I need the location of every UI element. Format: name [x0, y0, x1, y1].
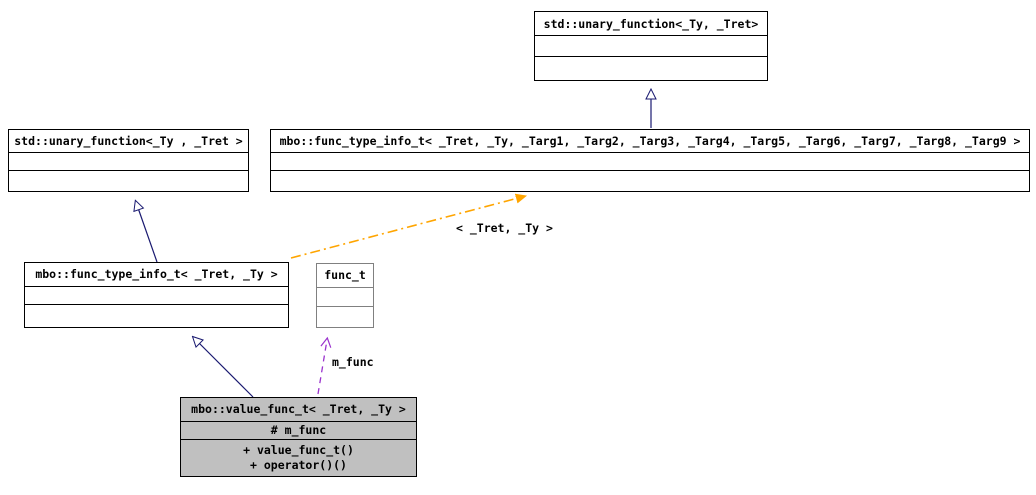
node-operations	[25, 305, 288, 327]
node-title: mbo::func_type_info_t< _Tret, _Ty, _Targ…	[271, 130, 1029, 153]
node-attributes	[9, 153, 248, 172]
edge-inherit-partial-to-left	[137, 205, 158, 263]
node-attributes	[317, 288, 373, 308]
node-title: func_t	[317, 264, 373, 288]
node-title: mbo::value_func_t< _Tret, _Ty >	[181, 398, 416, 422]
node-title: std::unary_function<_Ty , _Tret >	[9, 130, 248, 153]
node-std-unary-function-left[interactable]: std::unary_function<_Ty , _Tret >	[8, 129, 249, 192]
edge-label-m-func: m_func	[332, 355, 374, 369]
node-func-t[interactable]: func_t	[316, 263, 374, 328]
node-operations	[317, 307, 373, 327]
node-title: mbo::func_type_info_t< _Tret, _Ty >	[25, 263, 288, 287]
node-operations	[271, 171, 1029, 191]
edge-label-template-instance: < _Tret, _Ty >	[456, 221, 553, 235]
node-operation: + operator()()	[250, 458, 347, 473]
node-attribute: # m_func	[270, 423, 327, 438]
node-operation: + value_func_t()	[243, 443, 354, 458]
node-operations: + value_func_t() + operator()()	[181, 440, 416, 476]
node-attributes: # m_func	[181, 422, 416, 441]
node-attributes	[535, 36, 767, 57]
node-attributes	[25, 287, 288, 306]
node-title: std::unary_function<_Ty, _Tret>	[535, 12, 767, 36]
node-func-type-info-partial[interactable]: mbo::func_type_info_t< _Tret, _Ty >	[24, 262, 289, 328]
node-attributes	[271, 153, 1029, 172]
node-std-unary-function-top[interactable]: std::unary_function<_Ty, _Tret>	[534, 11, 768, 81]
node-operations	[535, 57, 767, 80]
edge-inherit-value-to-partial	[196, 340, 254, 398]
edge-usage-m-func	[317, 336, 332, 395]
node-operations	[9, 171, 248, 191]
node-value-func-t[interactable]: mbo::value_func_t< _Tret, _Ty > # m_func…	[180, 397, 417, 477]
node-func-type-info-full[interactable]: mbo::func_type_info_t< _Tret, _Ty, _Targ…	[270, 129, 1030, 192]
